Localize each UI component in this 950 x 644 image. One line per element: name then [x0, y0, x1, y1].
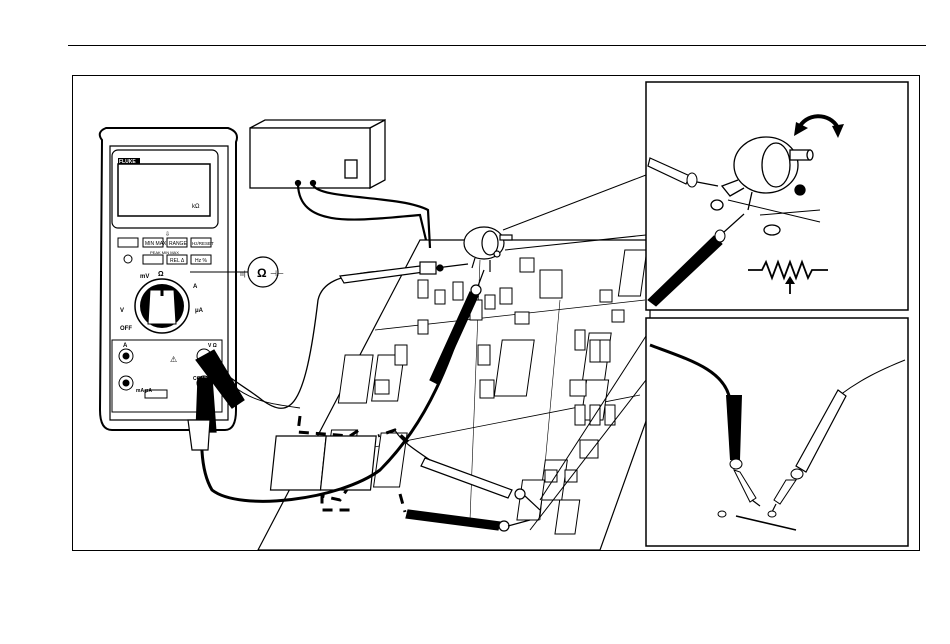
- warning-icon: ⚠: [170, 355, 177, 364]
- power-supply: [250, 120, 385, 188]
- dial-ohm-label: Ω: [158, 271, 164, 278]
- display-unit: kΩ: [192, 204, 200, 210]
- light-button[interactable]: [124, 255, 132, 263]
- button-1[interactable]: [118, 238, 138, 247]
- hold-button[interactable]: [143, 255, 163, 264]
- zoom-panel-probe-tips: [646, 318, 908, 546]
- callout-lines-pot: [503, 175, 646, 250]
- dial-a-label: A: [193, 284, 198, 290]
- peak-label: PEAK MIN MAX: [150, 250, 179, 255]
- function-callout-label: Ω: [257, 266, 267, 280]
- probe-icon-mark: ⇩: [165, 231, 170, 238]
- rotary-dial[interactable]: [135, 279, 189, 333]
- power-switch: [345, 160, 357, 178]
- a-jack-label: A: [123, 343, 128, 349]
- zoom-panel-potentiometer: [646, 82, 908, 310]
- ma-ua-jack-label: mA μA: [136, 388, 152, 394]
- capacitor-icon: ⊣⊢: [270, 269, 284, 278]
- power-supply-wires: [298, 185, 430, 248]
- pad-left: [718, 511, 726, 517]
- continuity-icon: ıı|: [240, 271, 246, 278]
- brand-label: FLUKE: [119, 159, 136, 165]
- dial-off-label: OFF: [120, 326, 132, 332]
- rel-label: REL Δ: [170, 258, 185, 264]
- range-label: RANGE: [169, 241, 187, 247]
- min-max-label: MIN MAX: [145, 241, 167, 247]
- hz-reset-label: Hz/RESET: [192, 241, 214, 246]
- v-ohm-jack-label: V Ω: [208, 343, 217, 349]
- pad-right: [768, 511, 776, 517]
- dial-ua-label: μA: [195, 308, 204, 314]
- dial-mv-label: mV: [140, 274, 149, 280]
- dial-v-label: V: [120, 308, 124, 314]
- hz-percent-label: Hz %: [195, 258, 208, 264]
